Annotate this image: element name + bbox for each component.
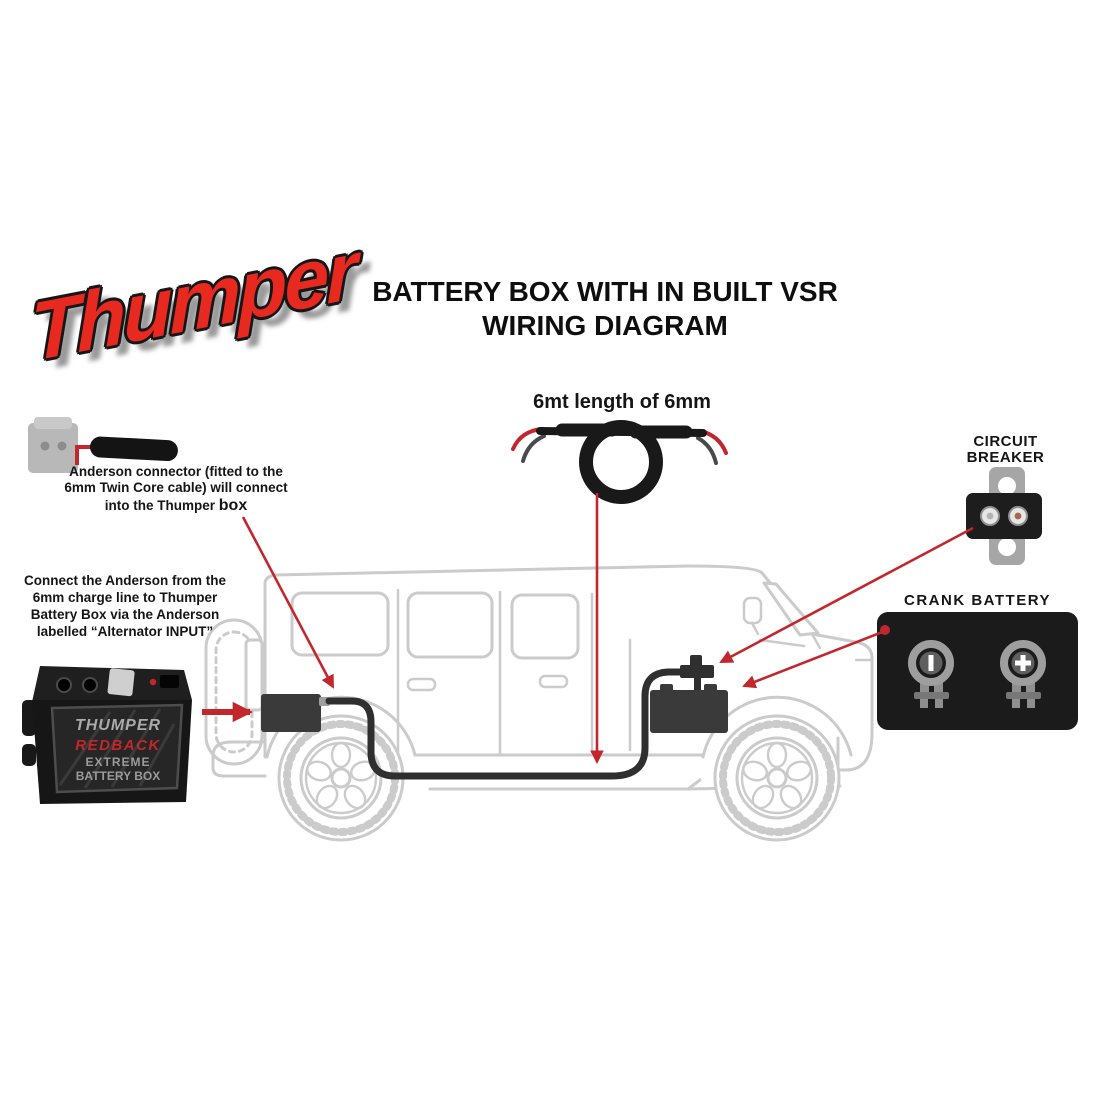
box-label-model: REDBACK xyxy=(75,737,161,754)
cable-gray-lead-right xyxy=(696,436,718,465)
annotation-arrows xyxy=(202,493,974,765)
jeep-rear-quarter-window xyxy=(290,591,390,657)
aux-battery-box-installed xyxy=(261,694,321,732)
title-line-1: BATTERY BOX WITH IN BUILT VSR xyxy=(372,276,838,307)
jeep-hood-lines xyxy=(758,632,874,662)
box-label-brand: THUMPER xyxy=(75,717,161,734)
breaker-body xyxy=(966,493,1042,539)
page-title: BATTERY BOX WITH IN BUILT VSR WIRING DIA… xyxy=(355,275,855,342)
box-lid-port-1 xyxy=(56,677,72,693)
box-label-line4: BATTERY BOX xyxy=(76,769,160,783)
box-label-hatch xyxy=(58,708,176,789)
anderson-note-line-1: Anderson connector (fitted to the xyxy=(69,464,283,479)
crank-battery-panel xyxy=(877,612,1078,730)
anderson-note-line-2: 6mm Twin Core cable) will connect xyxy=(64,480,288,496)
arrow-crank-battery-to-vehicle xyxy=(742,629,886,689)
box-side-tab-top xyxy=(22,700,36,736)
jeep-rear-bumper xyxy=(211,740,267,778)
circuit-breaker-illustration xyxy=(966,467,1042,565)
box-side-tab-bottom xyxy=(22,744,36,766)
jeep-mirror-stem xyxy=(750,621,760,636)
connect-instruction-note: Connect the Anderson from the 6mm charge… xyxy=(6,572,244,640)
anderson-note-box-word: box xyxy=(218,497,248,515)
circuit-breaker-label-line-1: CIRCUIT xyxy=(973,433,1038,450)
cable-gray-lead-left xyxy=(521,434,546,463)
circuit-breaker-installed xyxy=(680,655,714,694)
jeep-door-seams xyxy=(396,588,632,757)
box-label-line3: EXTREME xyxy=(85,755,150,769)
anderson-note-line-3: into the Thumper box xyxy=(40,496,312,515)
charge-cable-label: 6mt length of 6mm xyxy=(533,391,711,413)
connect-note-line-2: 6mm charge line to Thumper xyxy=(32,590,218,605)
box-indicator-led xyxy=(149,678,157,686)
box-lid-latch xyxy=(107,668,135,697)
anderson-connector-illustration xyxy=(28,417,178,473)
connect-note-line-4: labelled “Alternator INPUT” xyxy=(36,624,214,639)
jeep-door-handle-rear xyxy=(406,677,437,692)
box-lid-port-2 xyxy=(82,677,98,693)
installed-components xyxy=(261,655,728,780)
box-lid-switch xyxy=(160,675,179,688)
thumper-battery-box-illustration: THUMPER REDBACK EXTREME BATTERY BOX xyxy=(22,666,192,804)
jeep-front-wheel-icon xyxy=(713,714,841,842)
anderson-cable xyxy=(90,436,178,462)
circuit-breaker-label: CIRCUIT BREAKER xyxy=(948,433,1063,467)
breaker-terminal-right-pin xyxy=(1014,512,1022,520)
crank-battery-illustration xyxy=(877,612,1078,730)
jeep-door-handle-front xyxy=(538,674,569,689)
jeep-front-door-window xyxy=(510,593,580,660)
anderson-note-line-3-text: into the Thumper xyxy=(104,498,216,514)
breaker-terminal-left-pin xyxy=(986,512,994,520)
negative-terminal-icon xyxy=(908,640,954,708)
circuit-breaker-label-line-2: BREAKER xyxy=(966,449,1045,467)
cable-coil-ring-inner xyxy=(587,424,659,496)
anderson-plug-top xyxy=(34,417,72,429)
jeep-windshield xyxy=(762,581,820,637)
charge-wire-path xyxy=(325,668,688,780)
spare-tire-icon xyxy=(204,618,264,766)
charge-cable-coil-illustration xyxy=(511,420,728,504)
crank-battery-installed xyxy=(650,684,728,733)
jeep-rear-door-window xyxy=(406,591,494,659)
anderson-contact-right xyxy=(57,441,67,451)
anderson-connector-note: Anderson connector (fitted to the 6mm Tw… xyxy=(40,464,312,516)
title-line-2: WIRING DIAGRAM xyxy=(482,309,728,341)
crank-battery-label: CRANK BATTERY xyxy=(904,592,1051,609)
breaker-bracket-hole-top xyxy=(998,477,1016,495)
arrow-breaker-to-vehicle xyxy=(719,526,974,664)
anderson-contact-left xyxy=(40,441,50,451)
breaker-bracket-hole-bottom xyxy=(998,538,1016,556)
jeep-side-mirror xyxy=(742,596,763,625)
arrow-origin-dot xyxy=(880,625,890,635)
anderson-plug-body xyxy=(28,423,78,473)
positive-terminal-icon xyxy=(1000,640,1046,708)
jeep-illustration xyxy=(204,564,874,842)
connect-note-line-1: Connect the Anderson from the xyxy=(23,573,226,588)
connect-note-line-3: Battery Box via the Anderson xyxy=(30,607,220,622)
arrow-anderson-note-to-box xyxy=(241,516,335,689)
anderson-red-wire xyxy=(75,445,94,465)
